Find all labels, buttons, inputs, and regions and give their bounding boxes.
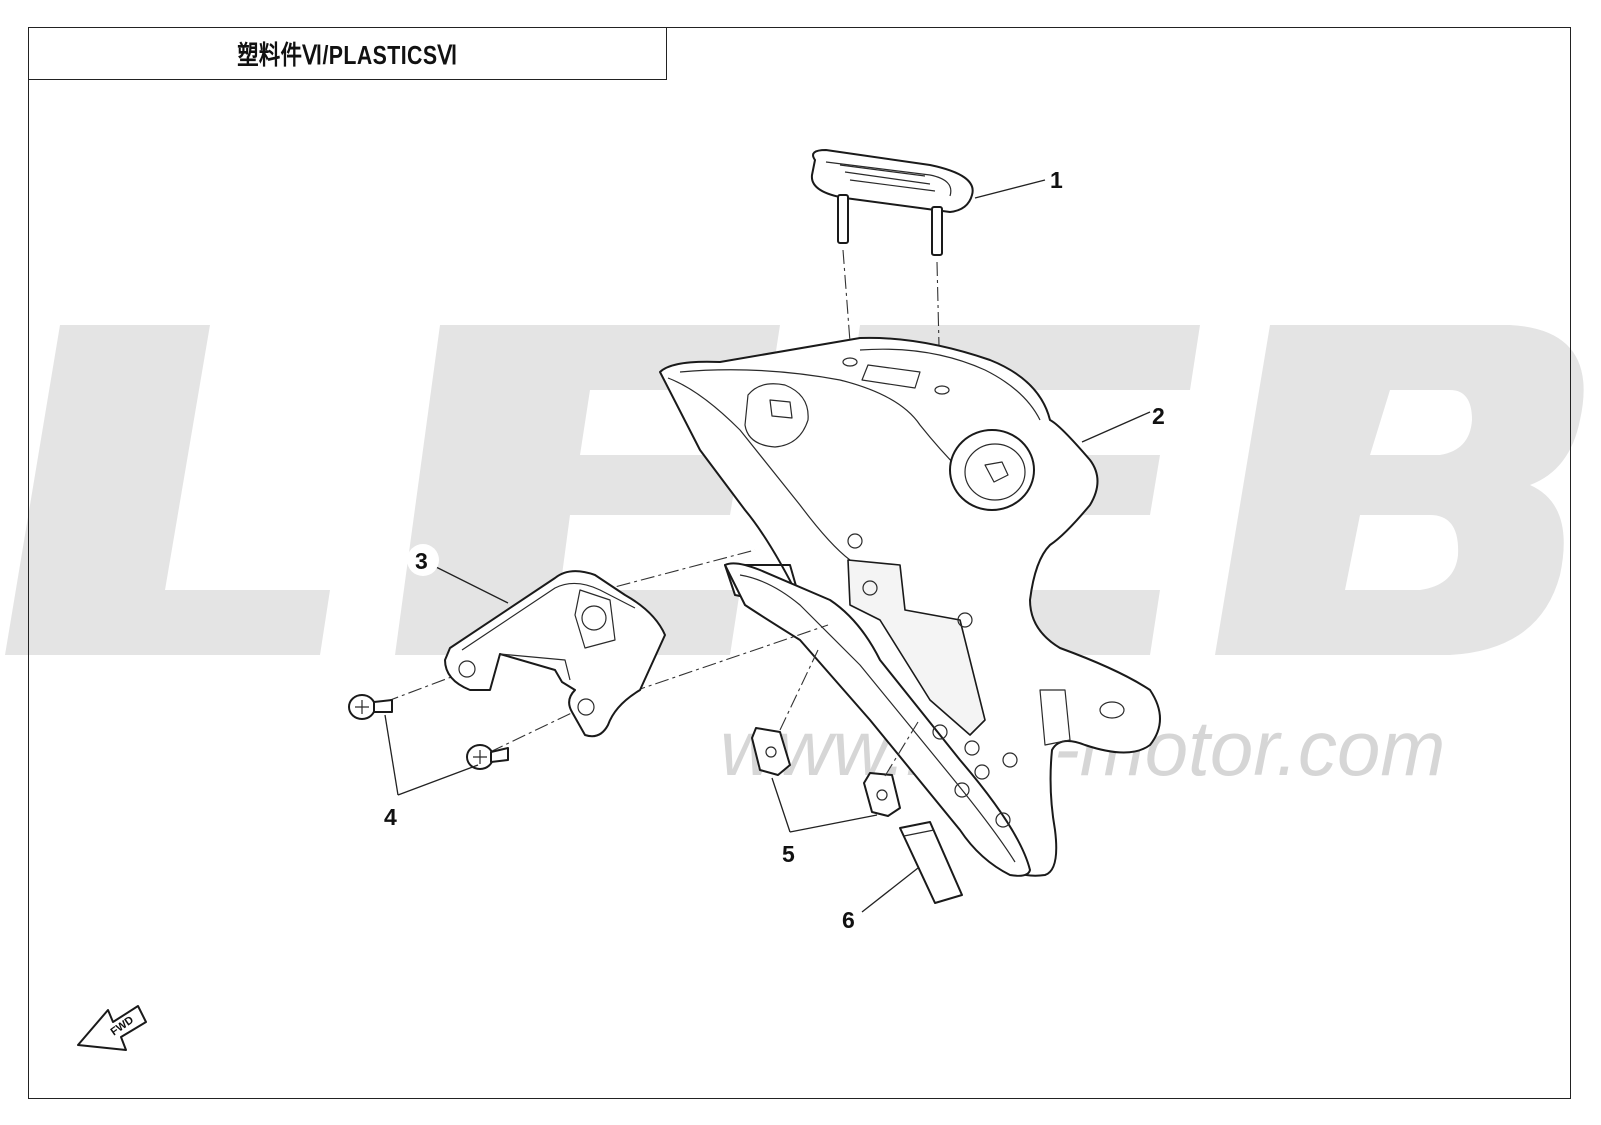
callout-1: 1 bbox=[1050, 167, 1063, 193]
screw-lower bbox=[466, 744, 509, 770]
leader-line-4b bbox=[397, 764, 479, 796]
callout-4: 4 bbox=[384, 804, 397, 830]
leader-line-3 bbox=[431, 564, 509, 604]
callout-5: 5 bbox=[782, 841, 795, 867]
leader-line-4a bbox=[384, 714, 399, 796]
clip-nut-left bbox=[751, 727, 791, 776]
part-4-screws bbox=[348, 694, 509, 770]
drawing-frame bbox=[28, 27, 1571, 1099]
part-2-rear-fender-bracket bbox=[659, 336, 1161, 877]
part-3-bracket-cover bbox=[444, 570, 666, 738]
callout-6: 6 bbox=[842, 907, 855, 933]
callout-2: 2 bbox=[1152, 403, 1165, 429]
leader-line-1 bbox=[974, 179, 1046, 199]
assembly-line bbox=[842, 249, 852, 356]
assembly-line bbox=[884, 721, 919, 777]
callout-3-badge bbox=[407, 544, 439, 576]
title-box: 塑料件Ⅵ/PLASTICSⅥ bbox=[28, 27, 667, 80]
leader-line-5b bbox=[789, 814, 878, 833]
assembly-line bbox=[779, 649, 819, 731]
assembly-line bbox=[607, 624, 829, 701]
callout-3: 3 bbox=[415, 548, 428, 574]
leader-line-6 bbox=[861, 867, 919, 913]
assembly-line bbox=[519, 549, 756, 613]
assembly-line bbox=[489, 707, 583, 753]
page-title: 塑料件Ⅵ/PLASTICSⅥ bbox=[237, 40, 458, 70]
leader-line-2 bbox=[1081, 411, 1151, 443]
leader-line-5a bbox=[771, 777, 791, 833]
screw-upper bbox=[348, 694, 393, 720]
part-6-foam-pad bbox=[899, 821, 963, 904]
part-5-clip-nuts bbox=[751, 727, 901, 817]
clip-nut-right bbox=[863, 772, 901, 817]
fwd-direction-arrow: FWD bbox=[77, 1005, 147, 1051]
part-1-badge-plate bbox=[810, 149, 974, 256]
